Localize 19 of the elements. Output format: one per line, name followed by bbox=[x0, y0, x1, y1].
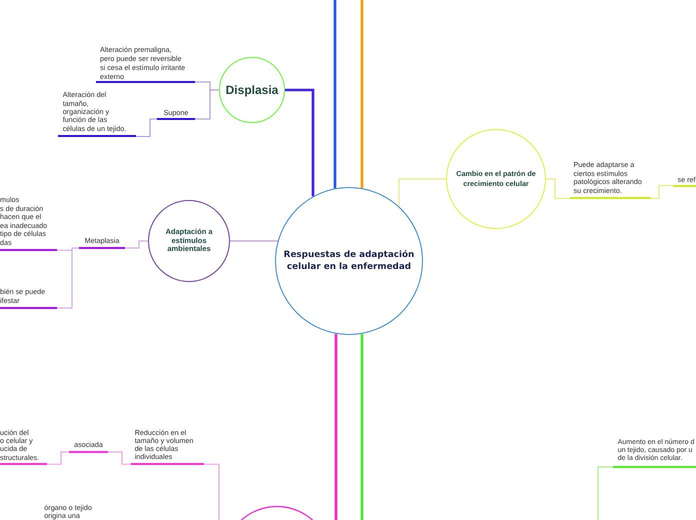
connector-line bbox=[650, 185, 674, 199]
connector-line bbox=[334, 0, 336, 188]
connector-line bbox=[598, 466, 614, 520]
connector-line bbox=[108, 452, 132, 465]
topic-label: Displasia bbox=[226, 83, 278, 97]
connector-line bbox=[285, 88, 314, 196]
connector-line bbox=[46, 452, 70, 465]
connector-line bbox=[230, 240, 278, 242]
connector-line bbox=[56, 248, 80, 308]
connector-line bbox=[360, 0, 364, 188]
connector-line bbox=[546, 178, 570, 199]
connector-line bbox=[398, 178, 446, 207]
connector-line bbox=[194, 90, 220, 120]
connector-line bbox=[334, 334, 338, 520]
connector-line bbox=[204, 464, 220, 520]
topic-label: Respuestas de adaptación celular en la enfermedad bbox=[284, 249, 414, 273]
connector-line bbox=[360, 334, 364, 520]
connector-line bbox=[124, 240, 148, 248]
connector-line bbox=[136, 118, 158, 137]
